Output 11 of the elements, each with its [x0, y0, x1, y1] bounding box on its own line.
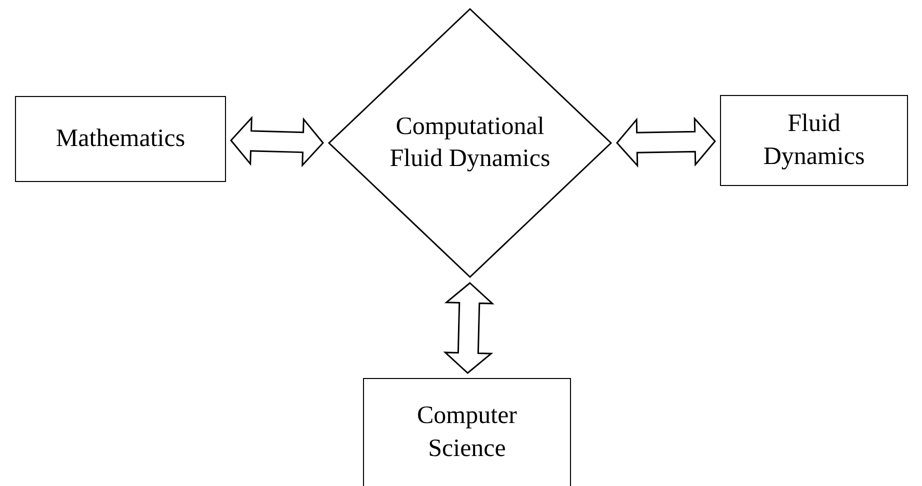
decision-diamond: [328, 8, 612, 278]
node-label: Computational Fluid Dynamics: [388, 112, 552, 174]
process-box: [15, 96, 226, 182]
double-block-arrow: [230, 116, 324, 168]
node-label: Fluid Dynamics: [762, 109, 866, 172]
process-box: [720, 95, 908, 186]
node-label: Computer Science: [416, 401, 518, 464]
double-block-arrow: [616, 116, 716, 168]
process-box: [363, 378, 571, 486]
double-block-arrow: [443, 282, 494, 374]
node-label: Mathematics: [56, 124, 186, 154]
